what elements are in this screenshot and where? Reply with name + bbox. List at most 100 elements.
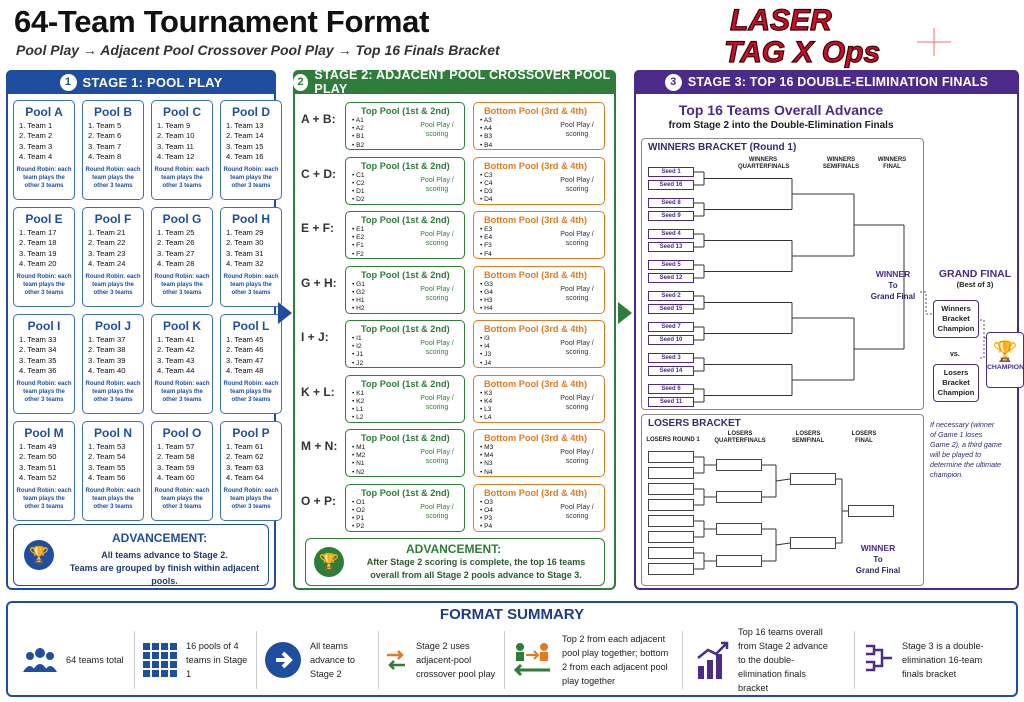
pool-entry: • K1 (352, 389, 365, 397)
pool-team: 4. Team 32 (226, 259, 264, 269)
pool-entry: • E2 (352, 234, 365, 242)
seed-slot: Seed 14 (648, 366, 694, 376)
pool-entry: • P2 (352, 523, 365, 531)
losers-slot (648, 531, 694, 543)
pool-entry: • C2 (352, 179, 365, 187)
round-robin-note: Round Robin: each team plays the other 3… (154, 273, 210, 296)
scoring-label: Pool Play / scoring (420, 394, 454, 411)
pool-entry: • J2 (352, 359, 364, 367)
crossover-row: I + J:Top Pool (1st & 2nd)• I1• I2• J1• … (295, 318, 614, 370)
seed-slot: Seed 4 (648, 229, 694, 239)
best-of-label: (Best of 3) (956, 280, 994, 289)
pool-team: 3. Team 7 (88, 141, 122, 151)
pool-team: 2. Team 34 (19, 345, 57, 355)
group-label: O + P: (301, 493, 337, 508)
pool-team: 1. Team 37 (88, 335, 126, 344)
seed-slot: Seed 1 (648, 167, 694, 177)
round-robin-note: Round Robin: each team plays the other 3… (85, 166, 141, 189)
stage3-number: 3 (664, 73, 682, 91)
group-label: E + F: (301, 221, 335, 235)
stage1-header: 1 STAGE 1: POOL PLAY (6, 70, 276, 94)
stage2-adv-line1: After Stage 2 scoring is complete, the t… (366, 557, 586, 567)
pool-name: Pool O (162, 426, 202, 440)
pool-team: 2. Team 30 (226, 238, 264, 248)
pool-entry: • B3 (480, 133, 493, 141)
pool-name: Pool L (232, 319, 270, 333)
losers-slot (648, 467, 694, 479)
bracket-icon (866, 644, 892, 672)
round-robin-note: Round Robin: each team plays the other 3… (16, 166, 72, 189)
swap-arrows-icon (387, 650, 405, 670)
pool-team: 2. Team 50 (19, 452, 57, 462)
scoring-label: Pool Play / scoring (420, 122, 454, 138)
top-pool-title: Top Pool (1st & 2nd) (361, 106, 450, 116)
scoring-label: Pool Play / scoring (560, 285, 594, 302)
seed-slot: Seed 9 (648, 211, 694, 221)
scoring-label: Pool Play / scoring (560, 340, 594, 356)
summary-item-crossover: Stage 2 uses adjacent-pool crossover poo… (384, 627, 504, 693)
round-robin-note: Round Robin: each team plays the other 3… (223, 166, 279, 189)
pool-entry: • O4 (480, 506, 493, 514)
scoring-label: Pool Play / scoring (420, 449, 454, 465)
scoring-label: Pool Play / scoring (560, 449, 594, 465)
grand-final-note: If necessary (winner of Game 1 loses Gam… (930, 420, 1002, 479)
top-pool-title: Top Pool (1st & 2nd) (361, 378, 450, 389)
summary-item-stage3: Stage 3 is a double-elimination 16-team … (864, 627, 1014, 693)
top-pool-title: Top Pool (1st & 2nd) (361, 487, 450, 498)
pool-entry: • N1 (352, 460, 365, 468)
pool-name: Pool M (24, 426, 64, 440)
pool-team: 3. Team 51 (19, 462, 57, 472)
trophy-icon: 🏆 (992, 341, 1018, 363)
arrow-circle-icon (265, 642, 301, 678)
summary-item-pools: 16 pools of 4 teams in Stage 1 (142, 627, 254, 693)
pool-entry: • F3 (480, 242, 492, 250)
bottom-pool-title: Bottom Pool (3rd & 4th) (484, 487, 588, 498)
seed-slot: Seed 12 (648, 273, 694, 283)
round-robin-note: Round Robin: each team plays the other 3… (16, 380, 72, 403)
pool-entry: • G1 (352, 280, 365, 288)
grand-final-text: Grand Final (855, 566, 901, 575)
pool-team: 3. Team 27 (157, 248, 195, 258)
group-label: A + B: (301, 112, 336, 126)
pool-entry: • I4 (480, 343, 490, 351)
seed-slot: Seed 3 (648, 353, 694, 363)
pool-entry: • H1 (352, 296, 365, 304)
seed-slot: Seed 10 (648, 335, 694, 345)
losers-slot (648, 483, 694, 495)
pool-team: 1. Team 49 (19, 442, 57, 451)
pool-entry: • I1 (352, 335, 362, 342)
pool-team: 3. Team 55 (88, 462, 126, 472)
pool-entry: • B2 (352, 141, 365, 149)
stage2-adv-title: ADVANCEMENT: (406, 542, 502, 556)
pool-team: 3. Team 31 (226, 248, 264, 258)
summary-text-3: All teams advance to Stage 2 (310, 641, 355, 679)
winners-champion-box: Winners Bracket Champion (933, 300, 979, 338)
pool-entry: • N3 (480, 460, 493, 468)
pool-team: 2. Team 10 (157, 131, 195, 141)
scoring-label: Pool Play / scoring (420, 503, 454, 520)
trophy-icon: 🏆 (24, 540, 54, 570)
seed-slot: Seed 8 (648, 198, 694, 208)
bottom-pool-title: Bottom Pool (3rd & 4th) (484, 160, 588, 171)
pool-team: 3. Team 15 (226, 141, 264, 151)
pool-team: 1. Team 61 (226, 442, 264, 451)
crossover-row: C + D:Top Pool (1st & 2nd)• C1• C2• D1• … (295, 155, 614, 207)
pool-entry: • C4 (480, 179, 493, 187)
bottom-pool-title: Bottom Pool (3rd & 4th) (484, 378, 588, 389)
pool-entry: • D2 (352, 196, 365, 204)
pool-team: 3. Team 35 (19, 355, 57, 365)
pool-entry: • D1 (352, 187, 365, 195)
pool-entry: • E3 (480, 226, 493, 233)
round-robin-note: Round Robin: each team plays the other 3… (85, 487, 141, 510)
pool-team: 2. Team 46 (226, 345, 264, 355)
pool-team: 2. Team 14 (226, 131, 264, 141)
pool-team: 1. Team 33 (19, 335, 57, 344)
